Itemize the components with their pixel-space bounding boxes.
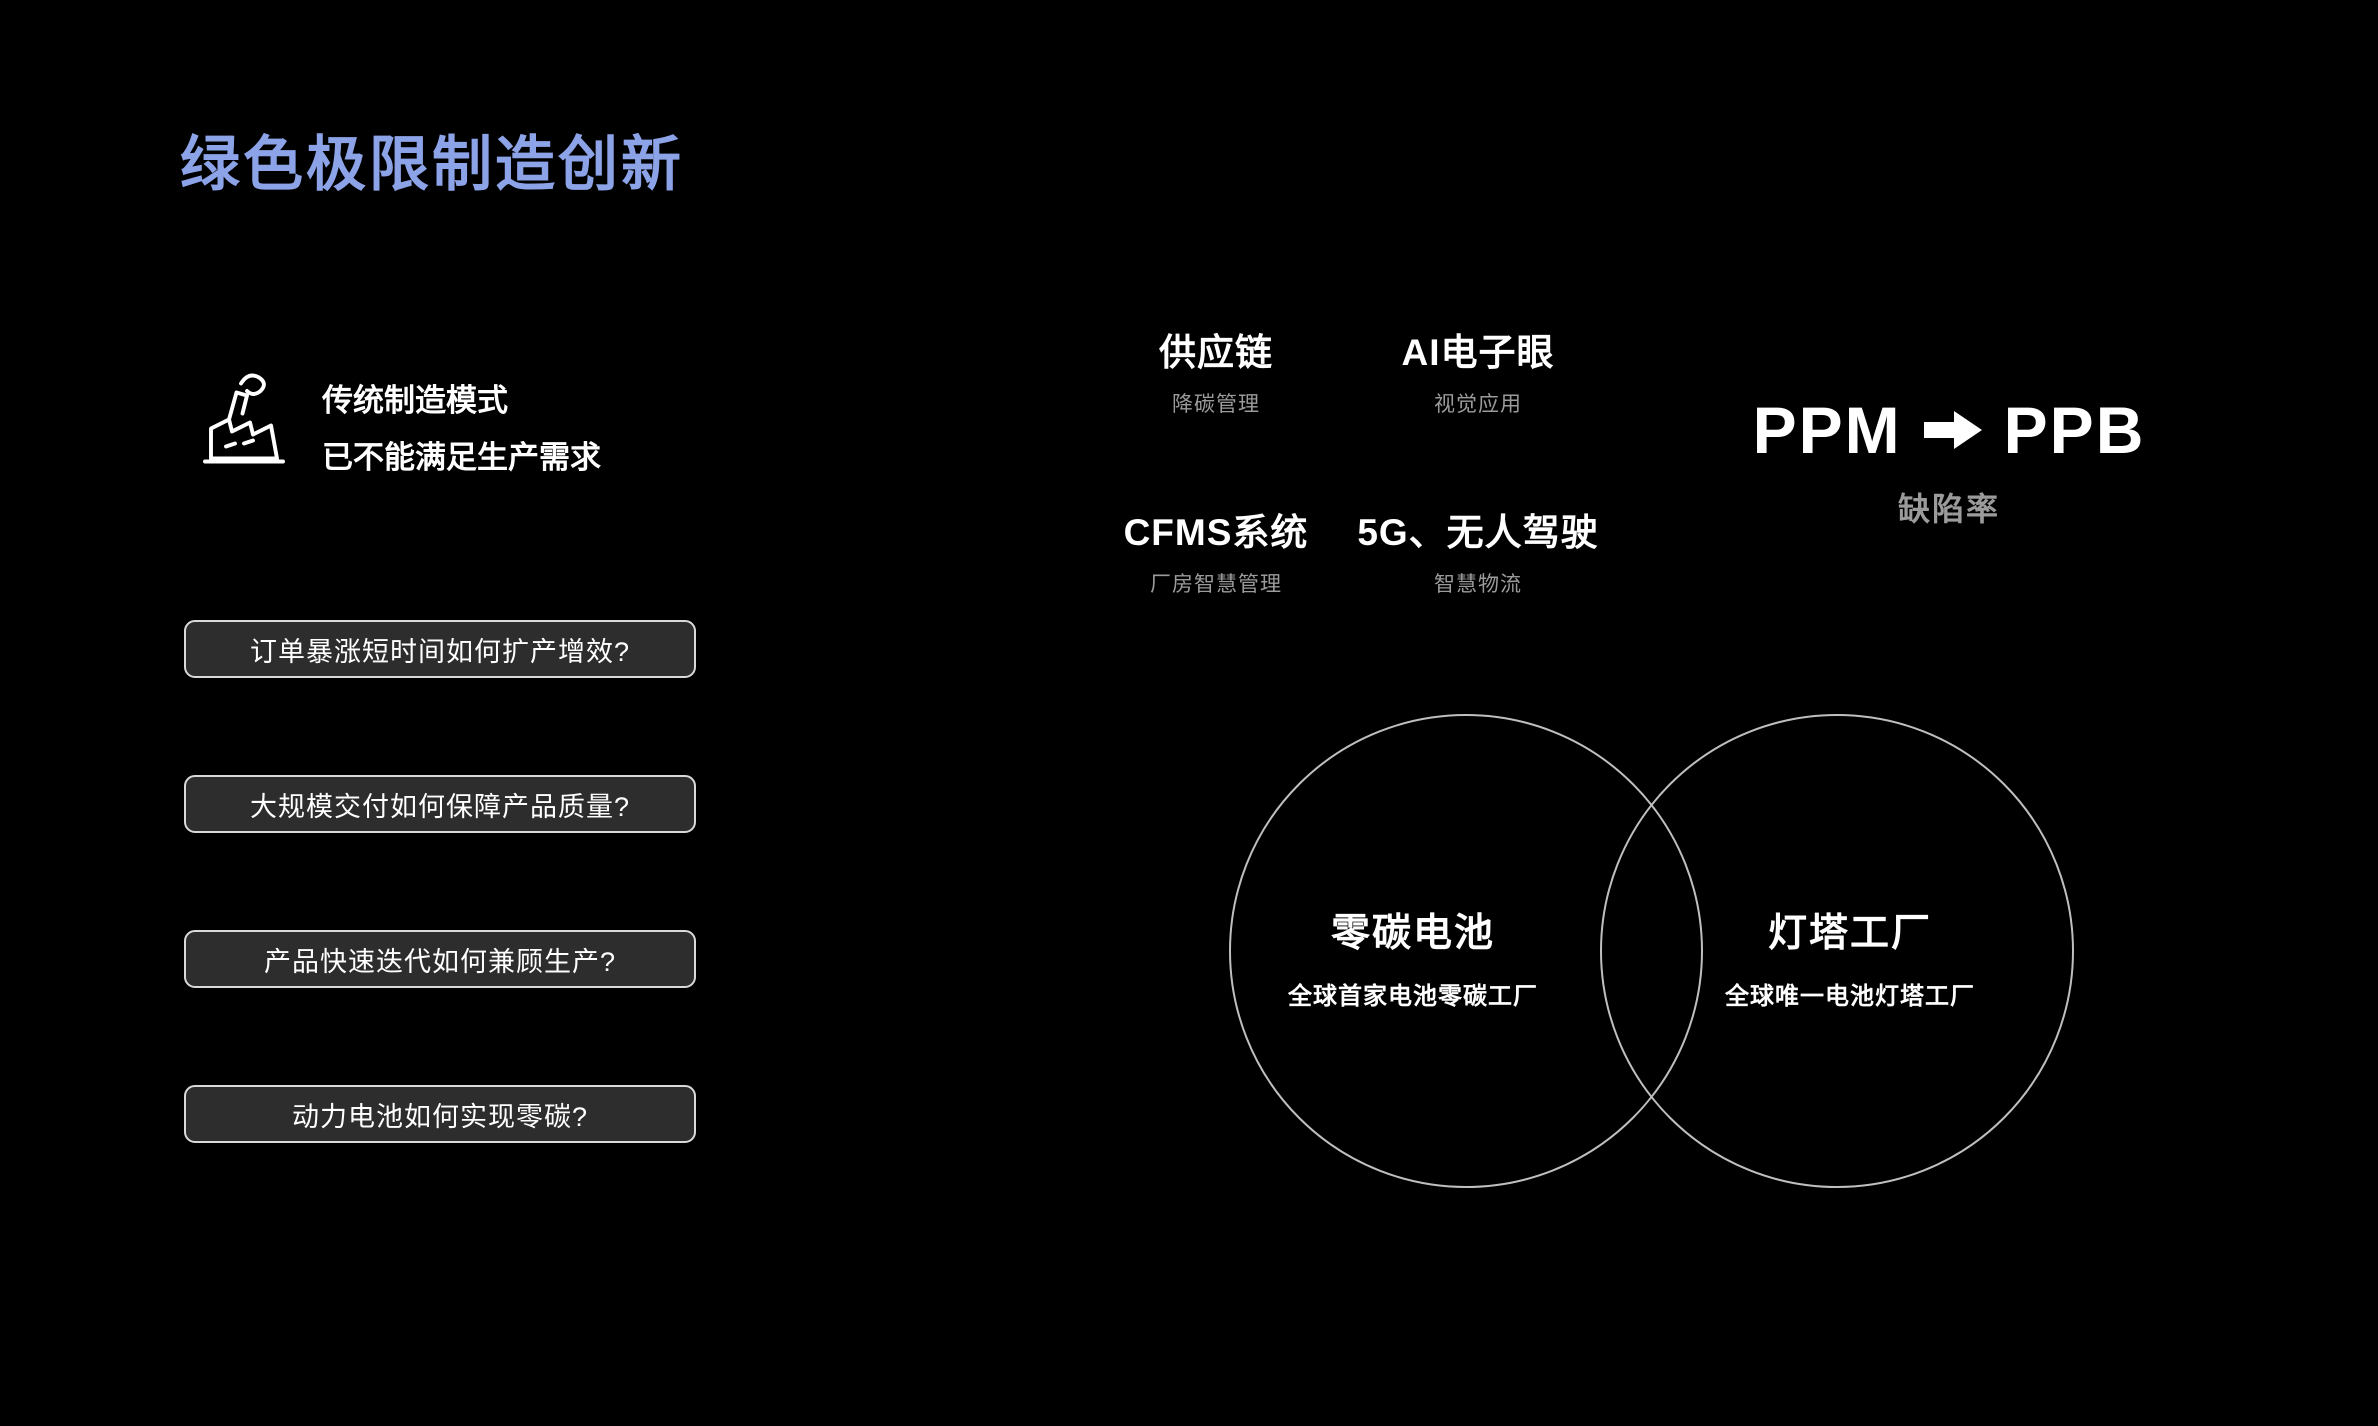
capability-sub: 厂房智慧管理: [1150, 573, 1282, 596]
capability-grid: 供应链 降碳管理 AI电子眼 视觉应用 CFMS系统 厂房智慧管理 5G、无人驾…: [1085, 322, 1609, 598]
capability-label: CFMS系统: [1123, 512, 1309, 553]
capability-supply-chain: 供应链 降碳管理: [1085, 322, 1347, 418]
intro-text: 传统制造模式 已不能满足生产需求: [322, 372, 601, 486]
capability-label: AI电子眼: [1401, 332, 1555, 373]
intro-line-1: 传统制造模式: [322, 383, 508, 418]
venn-right-text: 灯塔工厂 全球唯一电池灯塔工厂: [1650, 902, 2050, 1011]
venn-left-title: 零碳电池: [1330, 912, 1495, 955]
question-list: 订单暴涨短时间如何扩产增效? 大规模交付如何保障产品质量? 产品快速迭代如何兼顾…: [184, 620, 696, 1240]
metric-to: PPB: [2003, 393, 2146, 467]
question-box: 大规模交付如何保障产品质量?: [184, 775, 696, 833]
capability-label: 5G、无人驾驶: [1357, 512, 1599, 553]
capability-5g-logistics: 5G、无人驾驶 智慧物流: [1347, 502, 1609, 598]
metric-from: PPM: [1752, 393, 1902, 467]
question-box: 订单暴涨短时间如何扩产增效?: [184, 620, 696, 678]
capability-sub: 视觉应用: [1434, 393, 1522, 416]
factory-icon: [203, 373, 285, 464]
capability-ai-eye: AI电子眼 视觉应用: [1347, 322, 1609, 418]
page-title: 绿色极限制造创新: [180, 131, 684, 198]
arrow-right-icon: [1923, 411, 1982, 449]
capability-cfms: CFMS系统 厂房智慧管理: [1085, 502, 1347, 598]
metric-row: PPM PPB: [1699, 392, 2199, 468]
intro-line-2: 已不能满足生产需求: [322, 440, 601, 475]
defect-rate-metric: PPM PPB 缺陷率: [1699, 392, 2199, 530]
venn-right-sub: 全球唯一电池灯塔工厂: [1725, 983, 1975, 1010]
venn-left-sub: 全球首家电池零碳工厂: [1288, 983, 1538, 1010]
capability-sub: 降碳管理: [1172, 393, 1260, 416]
venn-left-text: 零碳电池 全球首家电池零碳工厂: [1213, 902, 1613, 1011]
capability-sub: 智慧物流: [1434, 573, 1522, 596]
metric-caption: 缺陷率: [1897, 491, 2000, 527]
question-box: 产品快速迭代如何兼顾生产?: [184, 930, 696, 988]
question-box: 动力电池如何实现零碳?: [184, 1085, 696, 1143]
venn-right-title: 灯塔工厂: [1767, 912, 1932, 955]
capability-label: 供应链: [1159, 332, 1273, 373]
venn-circle-right: [1600, 714, 2074, 1188]
